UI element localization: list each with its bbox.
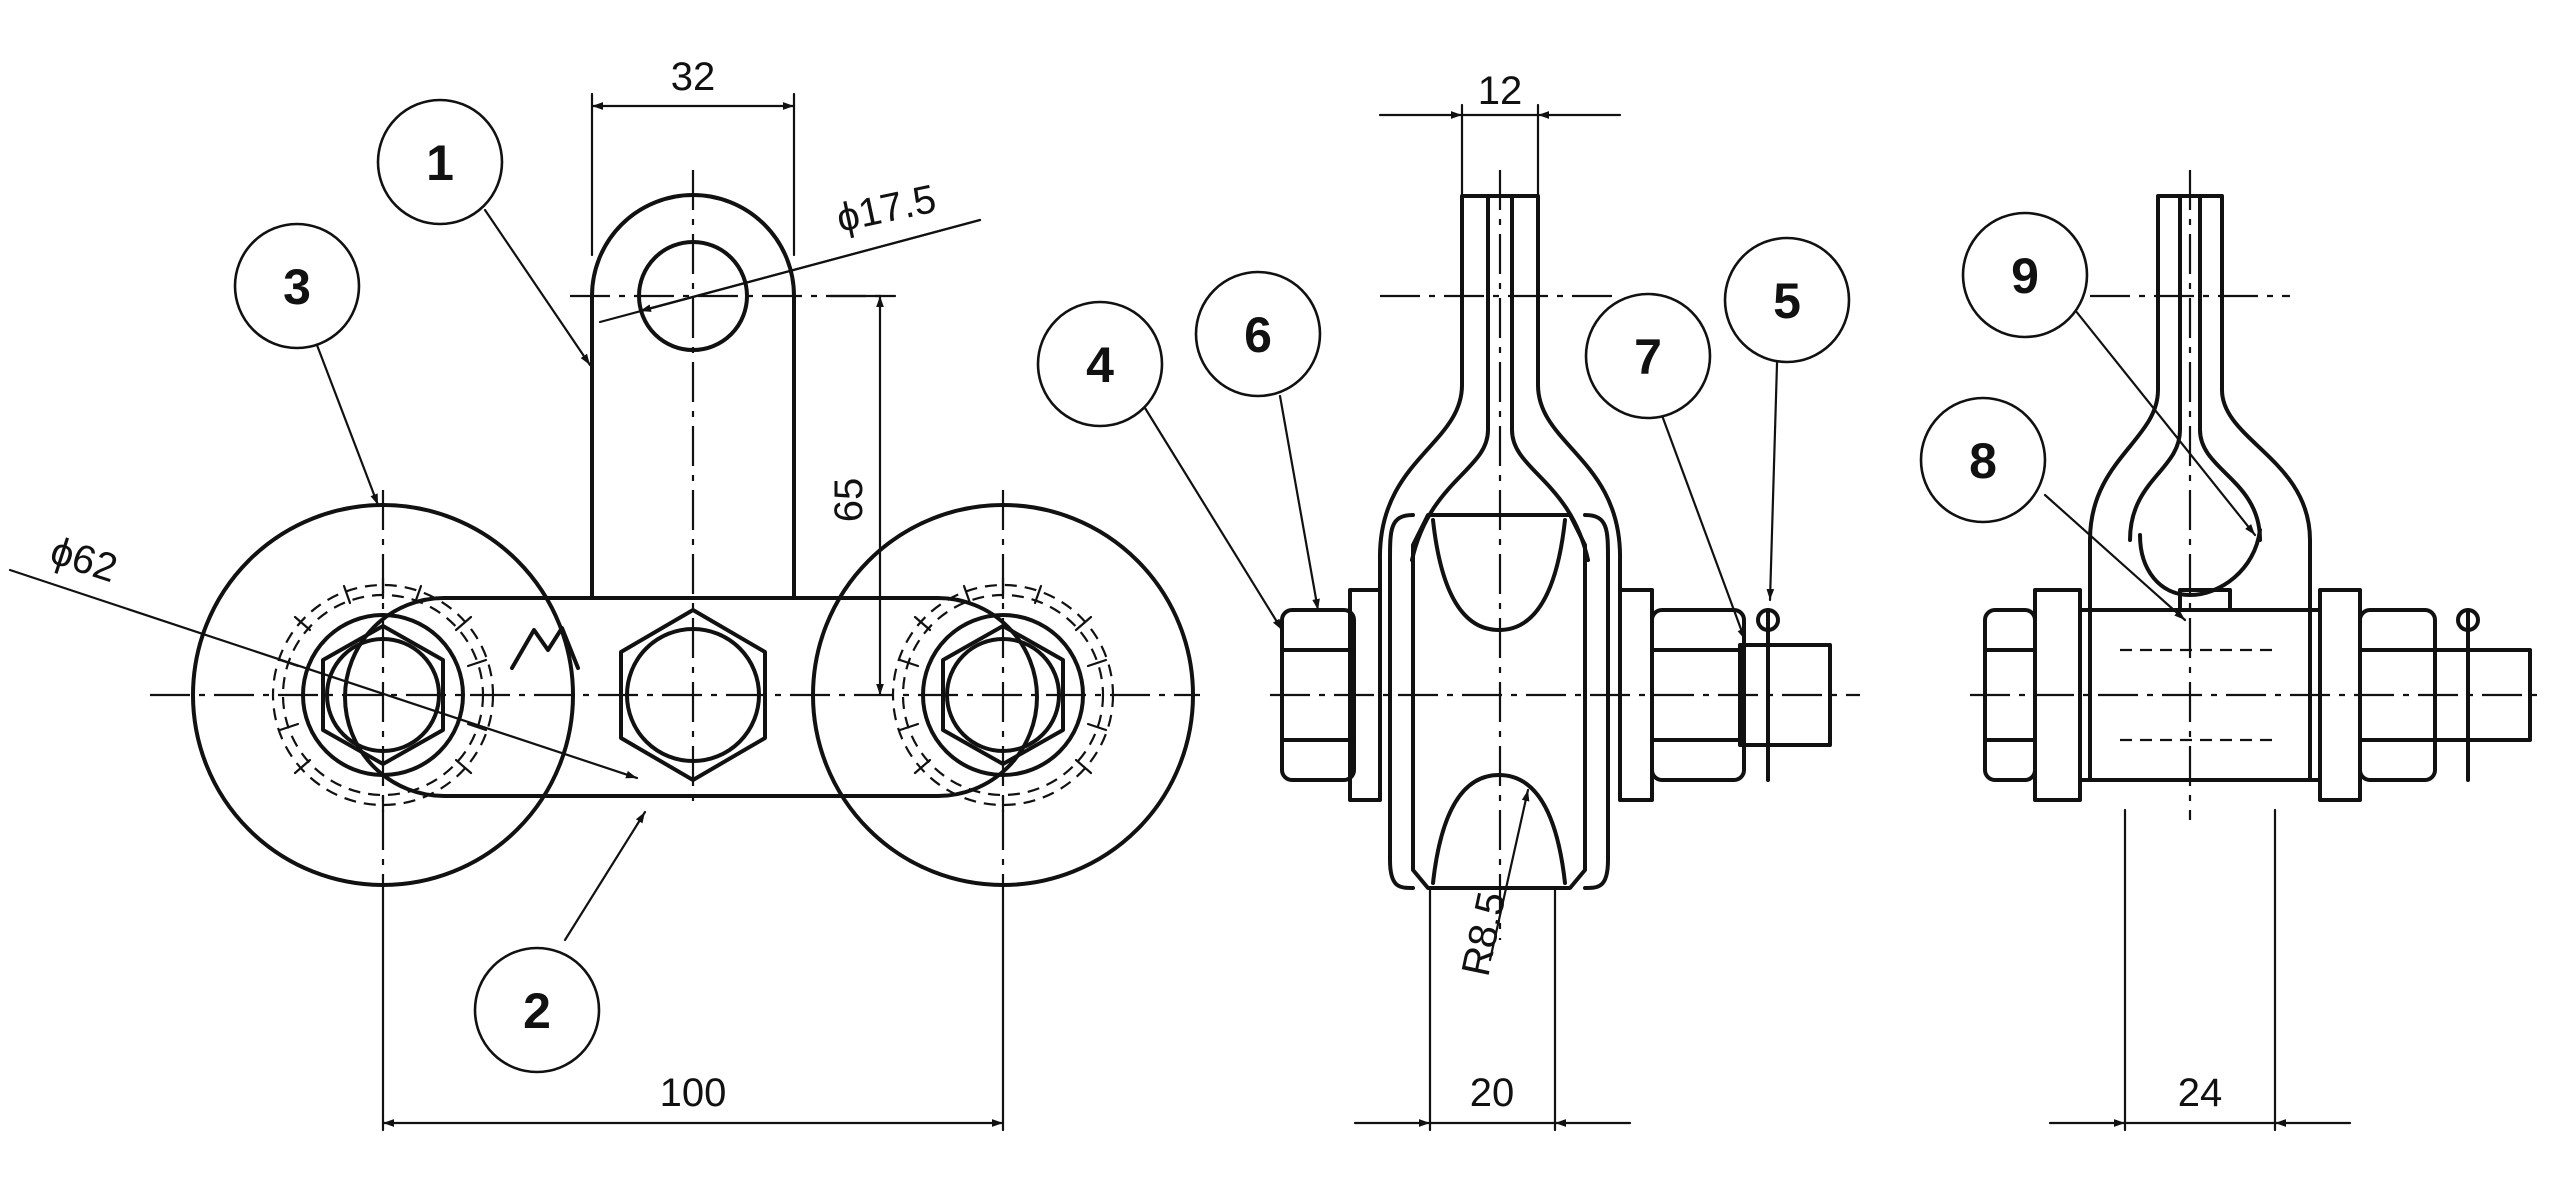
svg-text:1: 1: [426, 135, 454, 191]
balloon-8: 8: [1919, 396, 2047, 524]
svg-text:7: 7: [1634, 329, 1662, 385]
svg-text:4: 4: [1086, 337, 1114, 393]
svg-text:5: 5: [1773, 273, 1801, 329]
svg-text:2: 2: [523, 983, 551, 1039]
dim-wheel-diameter: ϕ62: [45, 529, 122, 592]
svg-text:3: 3: [283, 259, 311, 315]
dim-wheel-spacing: 100: [660, 1071, 727, 1115]
dim-wheel-width: 20: [1470, 1071, 1515, 1115]
balloon-4: 4: [1036, 300, 1164, 428]
front-view: 32 ϕ17.5 65 ϕ62 100: [8, 55, 1200, 1132]
balloon-7: 7: [1584, 292, 1712, 420]
connecting-plate: [343, 596, 1039, 798]
balloon-9: 9: [1961, 211, 2089, 339]
side-view: 12 R8.5 20: [1143, 69, 1860, 1132]
dim-clevis-width: 24: [2178, 1071, 2223, 1115]
dim-lug-width: 32: [671, 55, 716, 99]
svg-text:8: 8: [1969, 433, 1997, 489]
saddle: [2138, 528, 2262, 597]
dim-lug-height: 65: [827, 478, 871, 523]
svg-text:9: 9: [2011, 248, 2039, 304]
balloon-6: 6: [1194, 270, 1322, 398]
balloon-3: 3: [233, 222, 361, 350]
sheave: [1411, 513, 1587, 890]
balloon-1: 1: [376, 98, 504, 226]
balloon-2: 2: [473, 946, 601, 1074]
svg-text:6: 6: [1244, 307, 1272, 363]
right-view: 24: [1970, 170, 2545, 1132]
dim-lug-thickness: 12: [1478, 69, 1523, 113]
dim-hole-diameter: ϕ17.5: [833, 177, 940, 241]
balloon-5: 5: [1723, 236, 1851, 364]
maker-logo: [510, 626, 580, 670]
dim-groove-radius: R8.5: [1454, 888, 1515, 980]
